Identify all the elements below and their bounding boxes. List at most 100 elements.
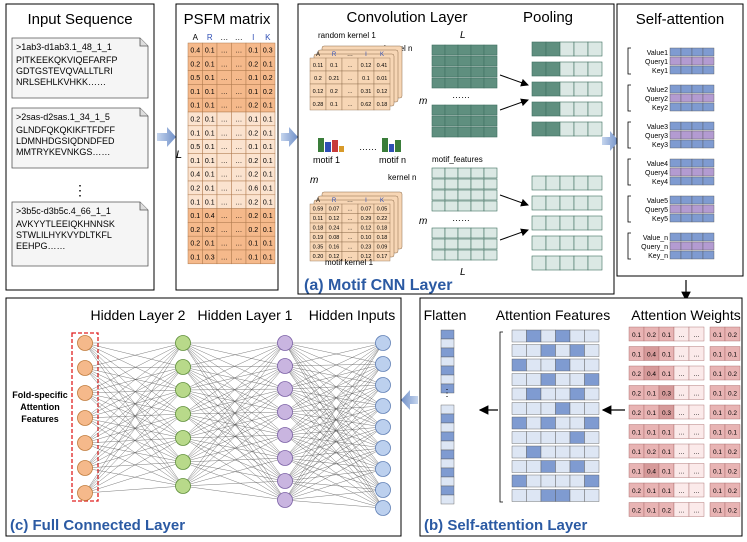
sequence-line: STWLILHYKVYDLTKFL xyxy=(16,230,112,240)
weight-value: … xyxy=(678,430,685,437)
psfm-value: 0.1 xyxy=(205,103,215,110)
feature-cell xyxy=(431,55,446,67)
weight-value: 0.1 xyxy=(662,430,671,437)
network-edge xyxy=(284,388,384,428)
psfm-value: 0.1 xyxy=(205,117,215,124)
motif-features-label: motif_features xyxy=(432,155,483,164)
motif-kernel-n-label: kernel n xyxy=(388,173,416,182)
qkv-label: Value2 xyxy=(647,87,668,94)
kernel-value: 0.07 xyxy=(329,206,340,212)
psfm-value: 0.1 xyxy=(205,144,215,151)
page-fold-icon xyxy=(139,108,148,117)
qkv-cell xyxy=(669,241,682,251)
feature-cell xyxy=(457,238,472,250)
feature-cell xyxy=(511,416,527,430)
pooled-cell xyxy=(545,235,561,251)
weight-value: 0.1 xyxy=(713,488,722,495)
psfm-value: 0.1 xyxy=(205,75,215,82)
network-edge xyxy=(284,411,384,449)
feature-cell xyxy=(526,373,542,386)
pooled-cell xyxy=(531,195,547,211)
feature-cell xyxy=(584,329,600,343)
feature-bracket xyxy=(499,331,503,503)
network-edge xyxy=(84,413,184,444)
psfm-value: … xyxy=(221,89,228,96)
page-fold-icon xyxy=(139,202,148,211)
sequence-document xyxy=(11,201,149,267)
network-node xyxy=(77,360,93,376)
network-edge xyxy=(84,366,184,494)
qkv-label: Key1 xyxy=(652,68,668,75)
network-edge xyxy=(284,405,384,482)
weight-value: 0.2 xyxy=(728,488,737,495)
psfm-value: 0.1 xyxy=(248,255,258,262)
feature-cell xyxy=(511,402,527,415)
weight-cell xyxy=(724,482,741,498)
feature-cell xyxy=(470,66,485,78)
feature-cell xyxy=(540,431,556,444)
network-edge xyxy=(284,434,384,491)
feature-cell xyxy=(444,115,459,127)
weight-cell xyxy=(724,443,741,459)
feature-cell xyxy=(555,431,571,444)
weight-value: … xyxy=(678,391,685,398)
feature-cell xyxy=(569,344,585,357)
feature-cell xyxy=(444,189,459,201)
pooled-cell xyxy=(573,255,589,271)
sequence-line: NRLSEHLKVHKK…… xyxy=(16,77,106,87)
pooled-cell xyxy=(531,101,547,117)
qkv-cell xyxy=(669,47,682,57)
fold-label-line-3: Features xyxy=(21,414,59,424)
feature-cell xyxy=(511,329,527,343)
pooled-cell xyxy=(573,121,589,137)
network-edge xyxy=(84,342,184,463)
qkv-bracket xyxy=(627,195,631,223)
psfm-value: 0.2 xyxy=(248,227,258,234)
network-edge xyxy=(84,392,184,415)
feature-cell xyxy=(470,189,485,201)
feature-cell xyxy=(540,460,556,473)
feature-cell xyxy=(555,489,571,502)
flatten-title: Flatten xyxy=(424,307,467,323)
kernel-column-label: R xyxy=(332,198,337,204)
weight-value: 0.1 xyxy=(662,449,671,456)
feature-cell xyxy=(526,358,542,372)
network-edge xyxy=(284,365,384,386)
psfm-value: 0.1 xyxy=(248,241,258,248)
feature-cell xyxy=(470,249,485,261)
psfm-value: 0.1 xyxy=(263,172,273,179)
feature-cell xyxy=(470,227,485,239)
weight-cell xyxy=(688,365,705,381)
psfm-value: 0.1 xyxy=(205,130,215,137)
feature-cell xyxy=(431,104,446,116)
qkv-cell xyxy=(669,139,682,149)
pooled-cell xyxy=(559,215,575,231)
weight-value: 0.2 xyxy=(632,371,641,378)
weight-value: 0.4 xyxy=(647,371,656,378)
flatten-cell xyxy=(440,449,455,460)
qkv-cell xyxy=(702,195,715,205)
kernel-value: 0.12 xyxy=(377,89,388,95)
qkv-cell xyxy=(702,241,715,251)
weight-value: … xyxy=(693,391,700,398)
feature-cell xyxy=(457,55,472,67)
pooled-cell xyxy=(573,235,589,251)
feature-cell xyxy=(555,402,571,415)
qkv-cell xyxy=(669,84,682,94)
kernel-value: … xyxy=(347,63,353,69)
psfm-column-label: K xyxy=(265,33,271,42)
qkv-cell xyxy=(669,56,682,66)
network-edge xyxy=(182,342,286,368)
qkv-cell xyxy=(680,93,693,103)
weight-value: 0.1 xyxy=(713,449,722,456)
kernel-value: 0.22 xyxy=(377,216,388,222)
weight-value: 0.1 xyxy=(662,352,671,359)
qkv-label: Value1 xyxy=(647,50,668,57)
feature-cell xyxy=(457,126,472,138)
weight-value: 0.2 xyxy=(662,508,671,515)
network-edge xyxy=(84,342,184,369)
kernel-value: 0.35 xyxy=(313,244,324,250)
network-edge xyxy=(182,388,286,487)
feature-cell xyxy=(470,55,485,67)
